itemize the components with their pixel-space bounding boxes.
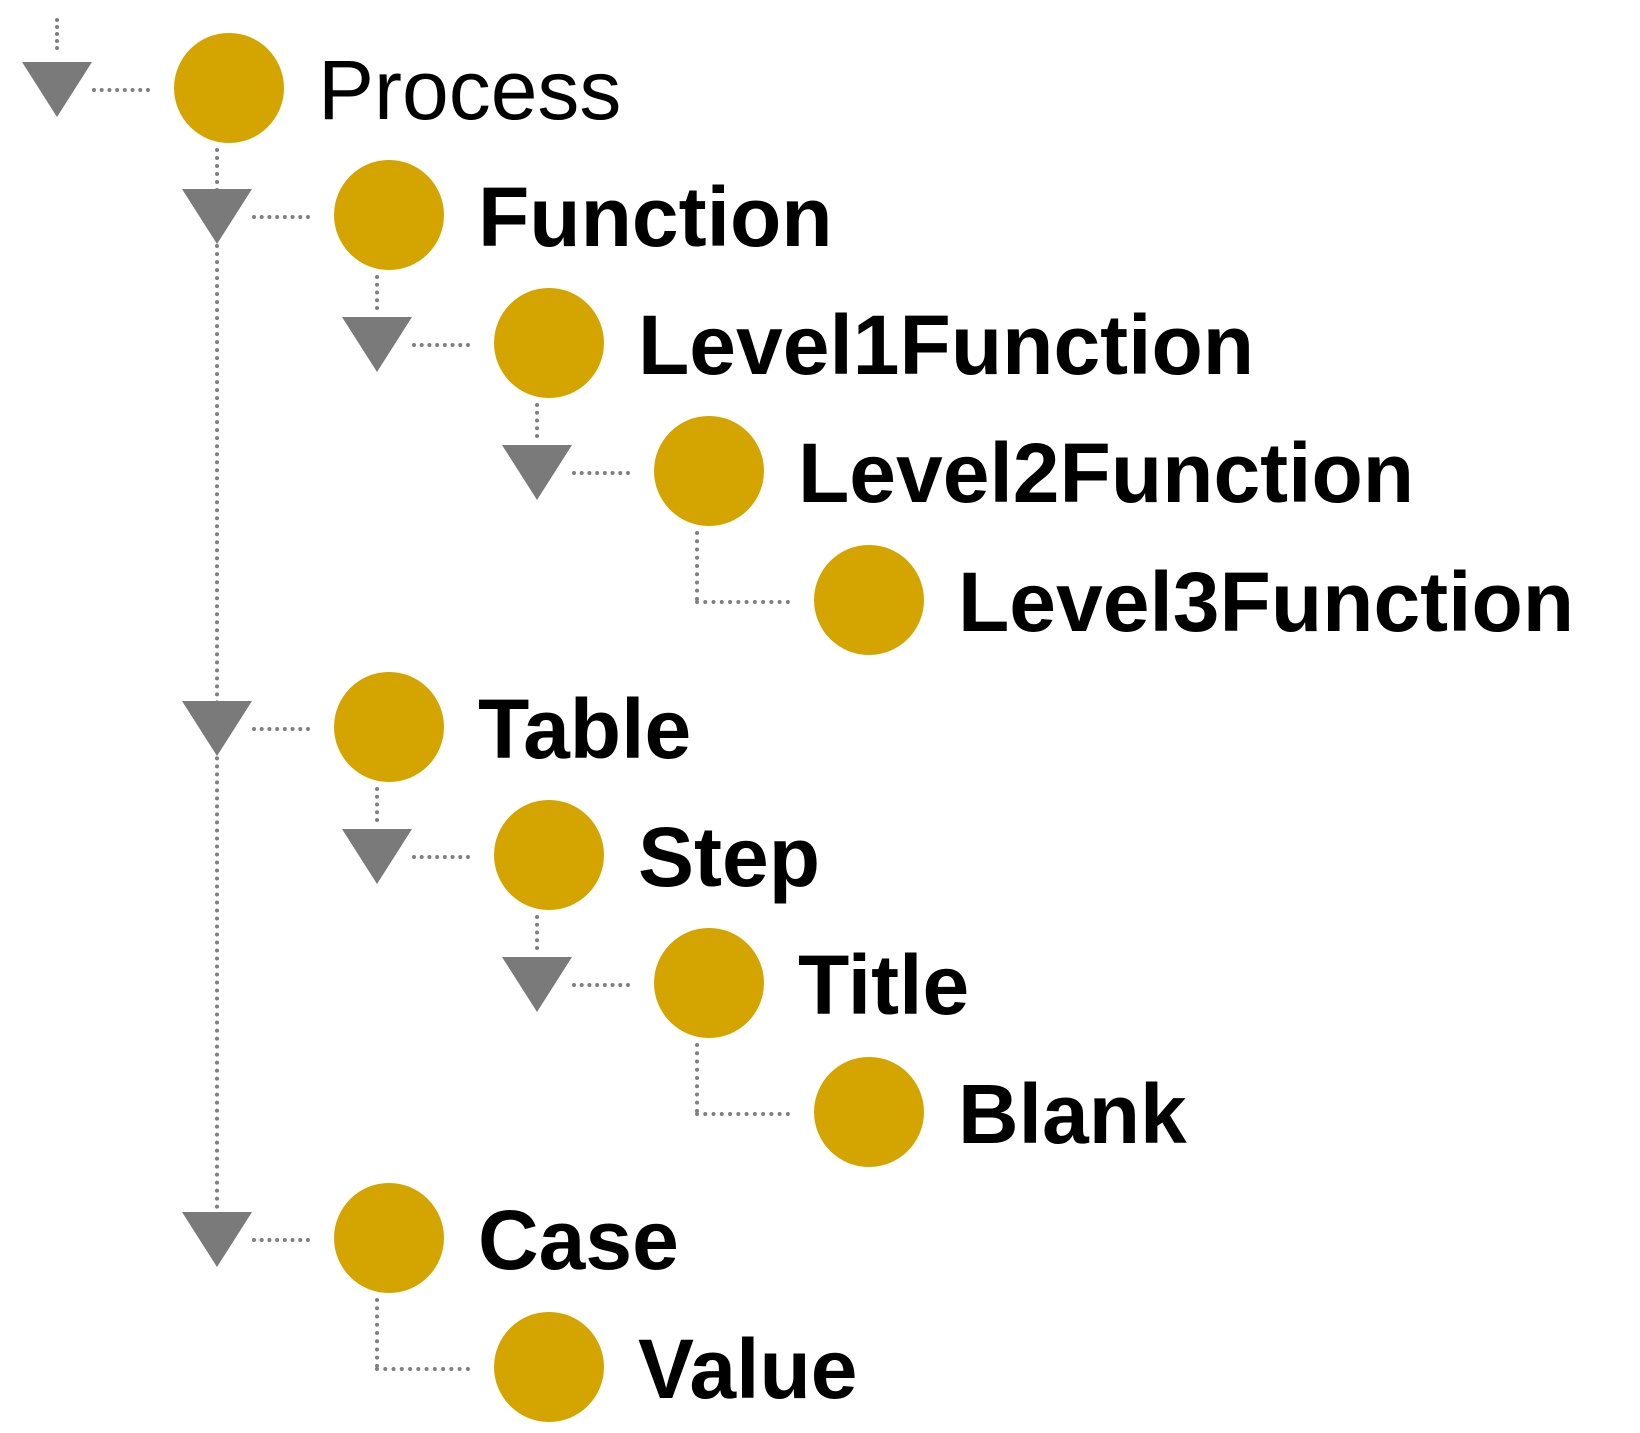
class-circle-icon[interactable] (814, 545, 924, 655)
tree-connector (252, 1238, 310, 1242)
tree-node-value[interactable]: Value (638, 1322, 858, 1416)
tree-node-level1function[interactable]: Level1Function (638, 298, 1255, 392)
class-circle-icon[interactable] (174, 33, 284, 143)
class-circle-icon[interactable] (654, 416, 764, 526)
tree-node-level2function[interactable]: Level2Function (798, 426, 1415, 520)
tree-connector (215, 148, 219, 1210)
tree-connector (375, 787, 379, 822)
expand-toggle-function[interactable] (182, 189, 252, 244)
tree-connector (572, 983, 630, 987)
tree-connector (695, 1112, 790, 1116)
tree-node-blank[interactable]: Blank (958, 1067, 1187, 1161)
tree-connector (252, 727, 310, 731)
class-circle-icon[interactable] (334, 672, 444, 782)
tree-node-level3function[interactable]: Level3Function (958, 555, 1575, 649)
tree-connector (535, 915, 539, 950)
class-circle-icon[interactable] (334, 160, 444, 270)
class-circle-icon[interactable] (334, 1183, 444, 1293)
tree-connector (695, 600, 790, 604)
class-circle-icon[interactable] (494, 1312, 604, 1422)
tree-connector (375, 1367, 470, 1371)
tree-node-title[interactable]: Title (798, 938, 970, 1032)
tree-connector (535, 403, 539, 438)
class-circle-icon[interactable] (494, 800, 604, 910)
tree-connector (375, 1298, 379, 1368)
class-circle-icon[interactable] (494, 288, 604, 398)
expand-toggle-process[interactable] (22, 62, 92, 117)
expand-toggle-table[interactable] (182, 701, 252, 756)
tree-node-step[interactable]: Step (638, 810, 821, 904)
tree-connector (55, 18, 59, 50)
tree-connector (252, 215, 310, 219)
tree-node-function[interactable]: Function (478, 170, 833, 264)
expand-toggle-title[interactable] (502, 957, 572, 1012)
tree-connector (412, 855, 470, 859)
class-circle-icon[interactable] (814, 1057, 924, 1167)
tree-connector (412, 343, 470, 347)
tree-connector (92, 88, 150, 92)
tree-node-table[interactable]: Table (478, 682, 692, 776)
tree-connector (572, 471, 630, 475)
tree-connector (695, 1043, 699, 1113)
expand-toggle-step[interactable] (342, 829, 412, 884)
expand-toggle-level2function[interactable] (502, 445, 572, 500)
tree-node-process[interactable]: Process (318, 43, 622, 137)
expand-toggle-case[interactable] (182, 1212, 252, 1267)
tree-connector (375, 275, 379, 310)
expand-toggle-level1function[interactable] (342, 317, 412, 372)
tree-node-case[interactable]: Case (478, 1193, 679, 1287)
tree-connector (695, 531, 699, 601)
class-circle-icon[interactable] (654, 928, 764, 1038)
